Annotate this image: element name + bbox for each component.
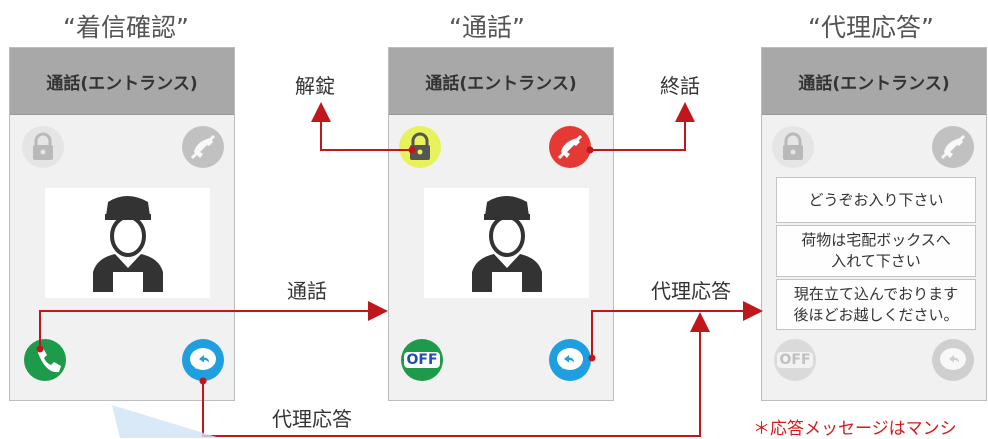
message-text: どうぞお入り下さい — [808, 190, 944, 209]
message-text: 荷物は宅配ボックスへ — [801, 231, 951, 249]
lock-icon[interactable] — [772, 126, 814, 168]
off-icon[interactable]: OFF — [401, 339, 443, 381]
title-incoming: “着信確認” — [63, 13, 189, 42]
lock-icon[interactable] — [22, 126, 64, 168]
screen-header: 通話(エントランス) — [762, 48, 986, 115]
message-text: 後ほどお越しください。 — [793, 305, 959, 324]
proxy-reply-icon[interactable] — [932, 339, 974, 381]
person-icon — [472, 196, 542, 292]
message-text: 入れて下さい — [831, 252, 921, 270]
label-unlock: 解錠 — [295, 74, 335, 98]
screen-header: 通話(エントランス) — [389, 48, 613, 115]
phone-answer-icon[interactable] — [24, 339, 66, 381]
message-option-2[interactable]: 荷物は宅配ボックスへ 入れて下さい — [776, 225, 976, 277]
message-option-1[interactable]: どうぞお入り下さい — [776, 177, 976, 223]
title-call: “通話” — [449, 13, 525, 42]
person-icon — [93, 196, 163, 292]
title-proxy: “代理応答” — [808, 13, 934, 42]
phone-hangup-icon[interactable] — [932, 126, 974, 168]
message-text: 現在立て込んでおります — [793, 284, 959, 303]
off-icon[interactable]: OFF — [774, 339, 816, 381]
arrow-proxy-right — [591, 301, 763, 358]
phone-hangup-icon[interactable] — [182, 126, 224, 168]
label-proxy-bottom: 代理応答 — [272, 407, 352, 431]
screen-header: 通話(エントランス) — [10, 48, 234, 115]
footnote: ＊応答メッセージはマンシ — [753, 419, 957, 439]
pointer-beam — [112, 405, 220, 438]
screen-incoming: 通話(エントランス) — [9, 47, 235, 401]
off-label: OFF — [404, 352, 440, 368]
phone-hangup-icon[interactable] — [549, 126, 591, 168]
message-list: どうぞお入り下さい 荷物は宅配ボックスへ 入れて下さい 現在立て込んでおります … — [776, 177, 976, 330]
message-option-3[interactable]: 現在立て込んでおります 後ほどお越しください。 — [776, 279, 976, 330]
visitor-photo — [424, 188, 589, 298]
proxy-reply-icon[interactable] — [182, 339, 224, 381]
screen-call: 通話(エントランス) OFF — [388, 47, 614, 401]
lock-icon[interactable] — [399, 126, 441, 168]
label-hangup: 終話 — [660, 74, 700, 98]
label-proxy-right: 代理応答 — [651, 279, 731, 303]
proxy-reply-icon[interactable] — [549, 339, 591, 381]
label-call: 通話 — [287, 279, 327, 303]
screen-proxy: 通話(エントランス) OFF — [761, 47, 987, 401]
off-label: OFF — [777, 352, 813, 368]
visitor-photo — [45, 188, 210, 298]
